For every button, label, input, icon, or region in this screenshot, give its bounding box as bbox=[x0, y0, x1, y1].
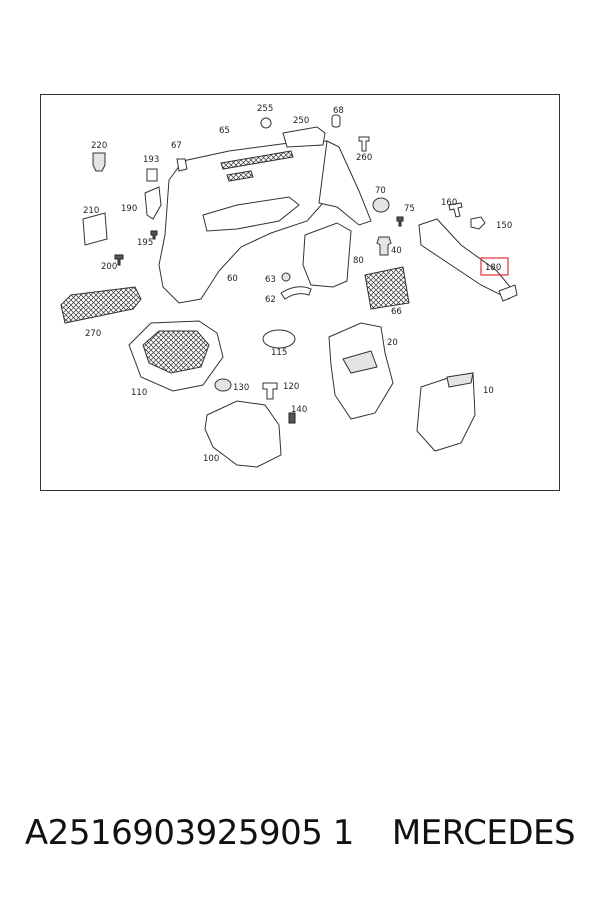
part-120 bbox=[262, 382, 278, 400]
clip-220 bbox=[92, 152, 106, 172]
trim-strip-65 bbox=[220, 150, 294, 170]
screw-140 bbox=[288, 412, 296, 424]
callout-190: 190 bbox=[121, 204, 137, 214]
screw-195 bbox=[150, 230, 158, 240]
callout-270: 270 bbox=[85, 329, 101, 339]
callout-110: 110 bbox=[131, 388, 147, 398]
clip-68 bbox=[331, 114, 341, 128]
side-trim-recess bbox=[202, 196, 300, 232]
callout-70: 70 bbox=[375, 186, 386, 196]
callout-140: 140 bbox=[291, 405, 307, 415]
part-caption: A2516903925905 1 MERCEDES bbox=[0, 808, 600, 858]
screw-75 bbox=[396, 216, 404, 227]
callout-20: 20 bbox=[387, 338, 398, 348]
callout-160: 160 bbox=[441, 198, 457, 208]
panel-10 bbox=[416, 372, 476, 452]
highlight-box-180 bbox=[480, 257, 509, 276]
callout-40: 40 bbox=[391, 246, 402, 256]
callout-130: 130 bbox=[233, 383, 249, 393]
part-130 bbox=[214, 378, 232, 392]
callout-255: 255 bbox=[257, 104, 273, 114]
callout-150: 150 bbox=[496, 221, 512, 231]
clip-63 bbox=[281, 272, 291, 282]
pillar-trim-70 bbox=[318, 140, 372, 226]
callout-220: 220 bbox=[91, 141, 107, 151]
callout-195: 195 bbox=[137, 238, 153, 248]
clip-193 bbox=[146, 168, 158, 182]
clip-67 bbox=[176, 158, 188, 172]
screw-200 bbox=[114, 254, 124, 266]
parts-diagram: 255 68 65 250 220 67 193 260 70 160 210 … bbox=[40, 94, 560, 491]
rear-trim-180-end bbox=[498, 284, 518, 302]
callout-250: 250 bbox=[293, 116, 309, 126]
screw-160 bbox=[448, 202, 463, 218]
brand-name: MERCEDES bbox=[391, 813, 576, 853]
callout-193: 193 bbox=[143, 155, 159, 165]
callout-68: 68 bbox=[333, 106, 344, 116]
cargo-net-66 bbox=[364, 266, 410, 310]
callout-210: 210 bbox=[83, 206, 99, 216]
callout-260: 260 bbox=[356, 153, 372, 163]
callout-115: 115 bbox=[271, 348, 287, 358]
trim-bar-270 bbox=[60, 286, 142, 324]
panel-10-stripe bbox=[446, 372, 474, 388]
handle-62 bbox=[280, 286, 312, 300]
callout-66: 66 bbox=[391, 307, 402, 317]
callout-120: 120 bbox=[283, 382, 299, 392]
callout-65: 65 bbox=[219, 126, 230, 136]
storage-tray-110-inner bbox=[142, 330, 210, 374]
rear-trim-180 bbox=[418, 218, 516, 300]
screw-260 bbox=[358, 136, 370, 152]
trim-strip-65b bbox=[226, 170, 254, 182]
callout-10: 10 bbox=[483, 386, 494, 396]
wheel-arch-100 bbox=[204, 400, 282, 468]
panel-80 bbox=[302, 222, 352, 288]
callout-100: 100 bbox=[203, 454, 219, 464]
bracket-190 bbox=[144, 186, 162, 220]
callout-67: 67 bbox=[171, 141, 182, 151]
callout-63: 63 bbox=[265, 275, 276, 285]
callout-75: 75 bbox=[404, 204, 415, 214]
knob-70 bbox=[372, 197, 390, 213]
insulation-20-inner bbox=[342, 350, 378, 374]
bolt-40 bbox=[376, 236, 392, 256]
bracket-250 bbox=[282, 126, 326, 148]
cover-115 bbox=[262, 329, 296, 349]
clip-150 bbox=[470, 216, 486, 230]
clip-255 bbox=[260, 117, 272, 129]
callout-62: 62 bbox=[265, 295, 276, 305]
callout-60: 60 bbox=[227, 274, 238, 284]
part-number: A2516903925905 1 bbox=[24, 813, 354, 853]
callout-80: 80 bbox=[353, 256, 364, 266]
bracket-210 bbox=[82, 212, 108, 246]
exploded-view-drawing: 255 68 65 250 220 67 193 260 70 160 210 … bbox=[60, 104, 518, 468]
callout-200: 200 bbox=[101, 262, 117, 272]
callout-180: 180 bbox=[485, 263, 501, 273]
